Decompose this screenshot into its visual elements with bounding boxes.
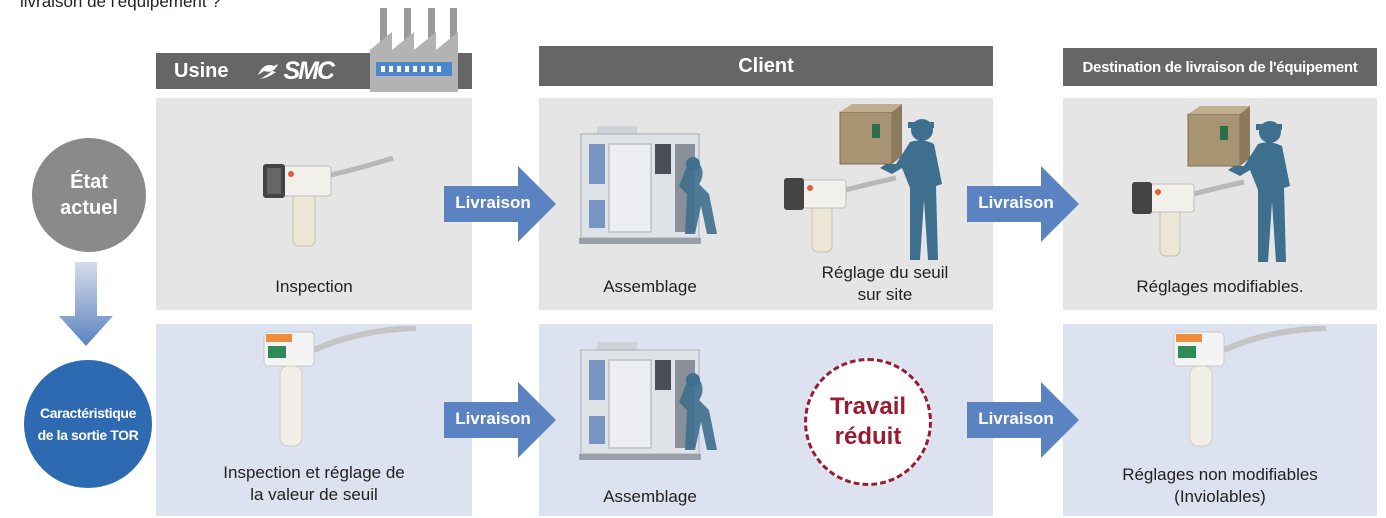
state-current-circle: État actuel	[32, 138, 146, 252]
worker-adjusting-box-icon	[839, 104, 942, 260]
machine-with-worker-icon	[579, 126, 717, 244]
factory-current-caption: Inspection	[275, 277, 353, 296]
state-feature-line1: Caractéristique	[40, 405, 136, 421]
smc-logo: SMC	[254, 56, 335, 86]
caption-line: la valeur de seuil	[250, 485, 378, 504]
caption-line: sur site	[857, 285, 913, 304]
destination-header: Destination de livraison de l'équipement	[1063, 48, 1377, 86]
delivery-arrow-4: Livraison	[967, 382, 1079, 458]
factory-building-icon	[370, 8, 458, 92]
reduced-work-line1: Travail	[829, 393, 907, 420]
arrow-right-icon	[444, 166, 556, 242]
factory-label: Usine	[174, 59, 229, 82]
reduced-work-line2: réduit	[834, 423, 902, 450]
worker-adjusting-box-icon	[1187, 106, 1290, 262]
caption-line: Réglages non modifiables	[1122, 465, 1318, 484]
arrow-right-icon	[967, 382, 1079, 458]
delivery-arrow-label: Livraison	[455, 193, 531, 212]
destination-feature-caption: Réglages non modifiables (Inviolables)	[1063, 464, 1377, 508]
delivery-arrow-label: Livraison	[978, 193, 1054, 212]
delivery-arrow-label: Livraison	[455, 409, 531, 428]
intro-text: livraison de l'équipement ?	[20, 0, 221, 11]
factory-feature-caption: Inspection et réglage de la valeur de se…	[156, 462, 472, 506]
caption-line: (Inviolables)	[1174, 487, 1266, 506]
pressure-sensor-white-icon	[1173, 326, 1327, 447]
client-current-caption-threshold: Réglage du seuil sur site	[790, 262, 980, 306]
destination-current-caption: Réglages modifiables.	[1136, 277, 1304, 296]
state-feature-line2: de la sortie TOR	[37, 427, 139, 443]
delivery-arrow-1: Livraison	[444, 166, 556, 242]
state-current-line2: actuel	[60, 197, 118, 219]
machine-with-worker-icon	[579, 342, 717, 460]
arrow-right-icon	[967, 166, 1079, 242]
client-header: Client	[539, 46, 993, 86]
state-current-line1: État	[70, 171, 108, 193]
client-current-caption-assembly: Assemblage	[603, 277, 697, 296]
delivery-arrow-2: Livraison	[967, 166, 1079, 242]
down-arrow-icon	[59, 262, 113, 346]
pressure-sensor-gray-icon	[263, 155, 394, 247]
client-feature-caption: Assemblage	[603, 487, 697, 506]
state-feature-circle: Caractéristique de la sortie TOR	[24, 360, 152, 488]
client-header-label: Client	[738, 54, 794, 77]
reduced-work-badge: Travail réduit	[804, 358, 932, 486]
pressure-sensor-white-icon	[263, 326, 417, 447]
pressure-sensor-gray-icon	[1132, 179, 1245, 257]
destination-header-label: Destination de livraison de l'équipement	[1082, 58, 1358, 76]
caption-line: Inspection et réglage de	[223, 463, 405, 482]
caption-line: Réglage du seuil	[821, 263, 949, 282]
smc-logo-text: SMC	[283, 56, 335, 85]
delivery-arrow-label: Livraison	[978, 409, 1054, 428]
pressure-sensor-gray-icon	[784, 175, 897, 253]
delivery-arrow-3: Livraison	[444, 382, 556, 458]
arrow-right-icon	[444, 382, 556, 458]
smc-logo-mark-icon	[258, 64, 279, 79]
